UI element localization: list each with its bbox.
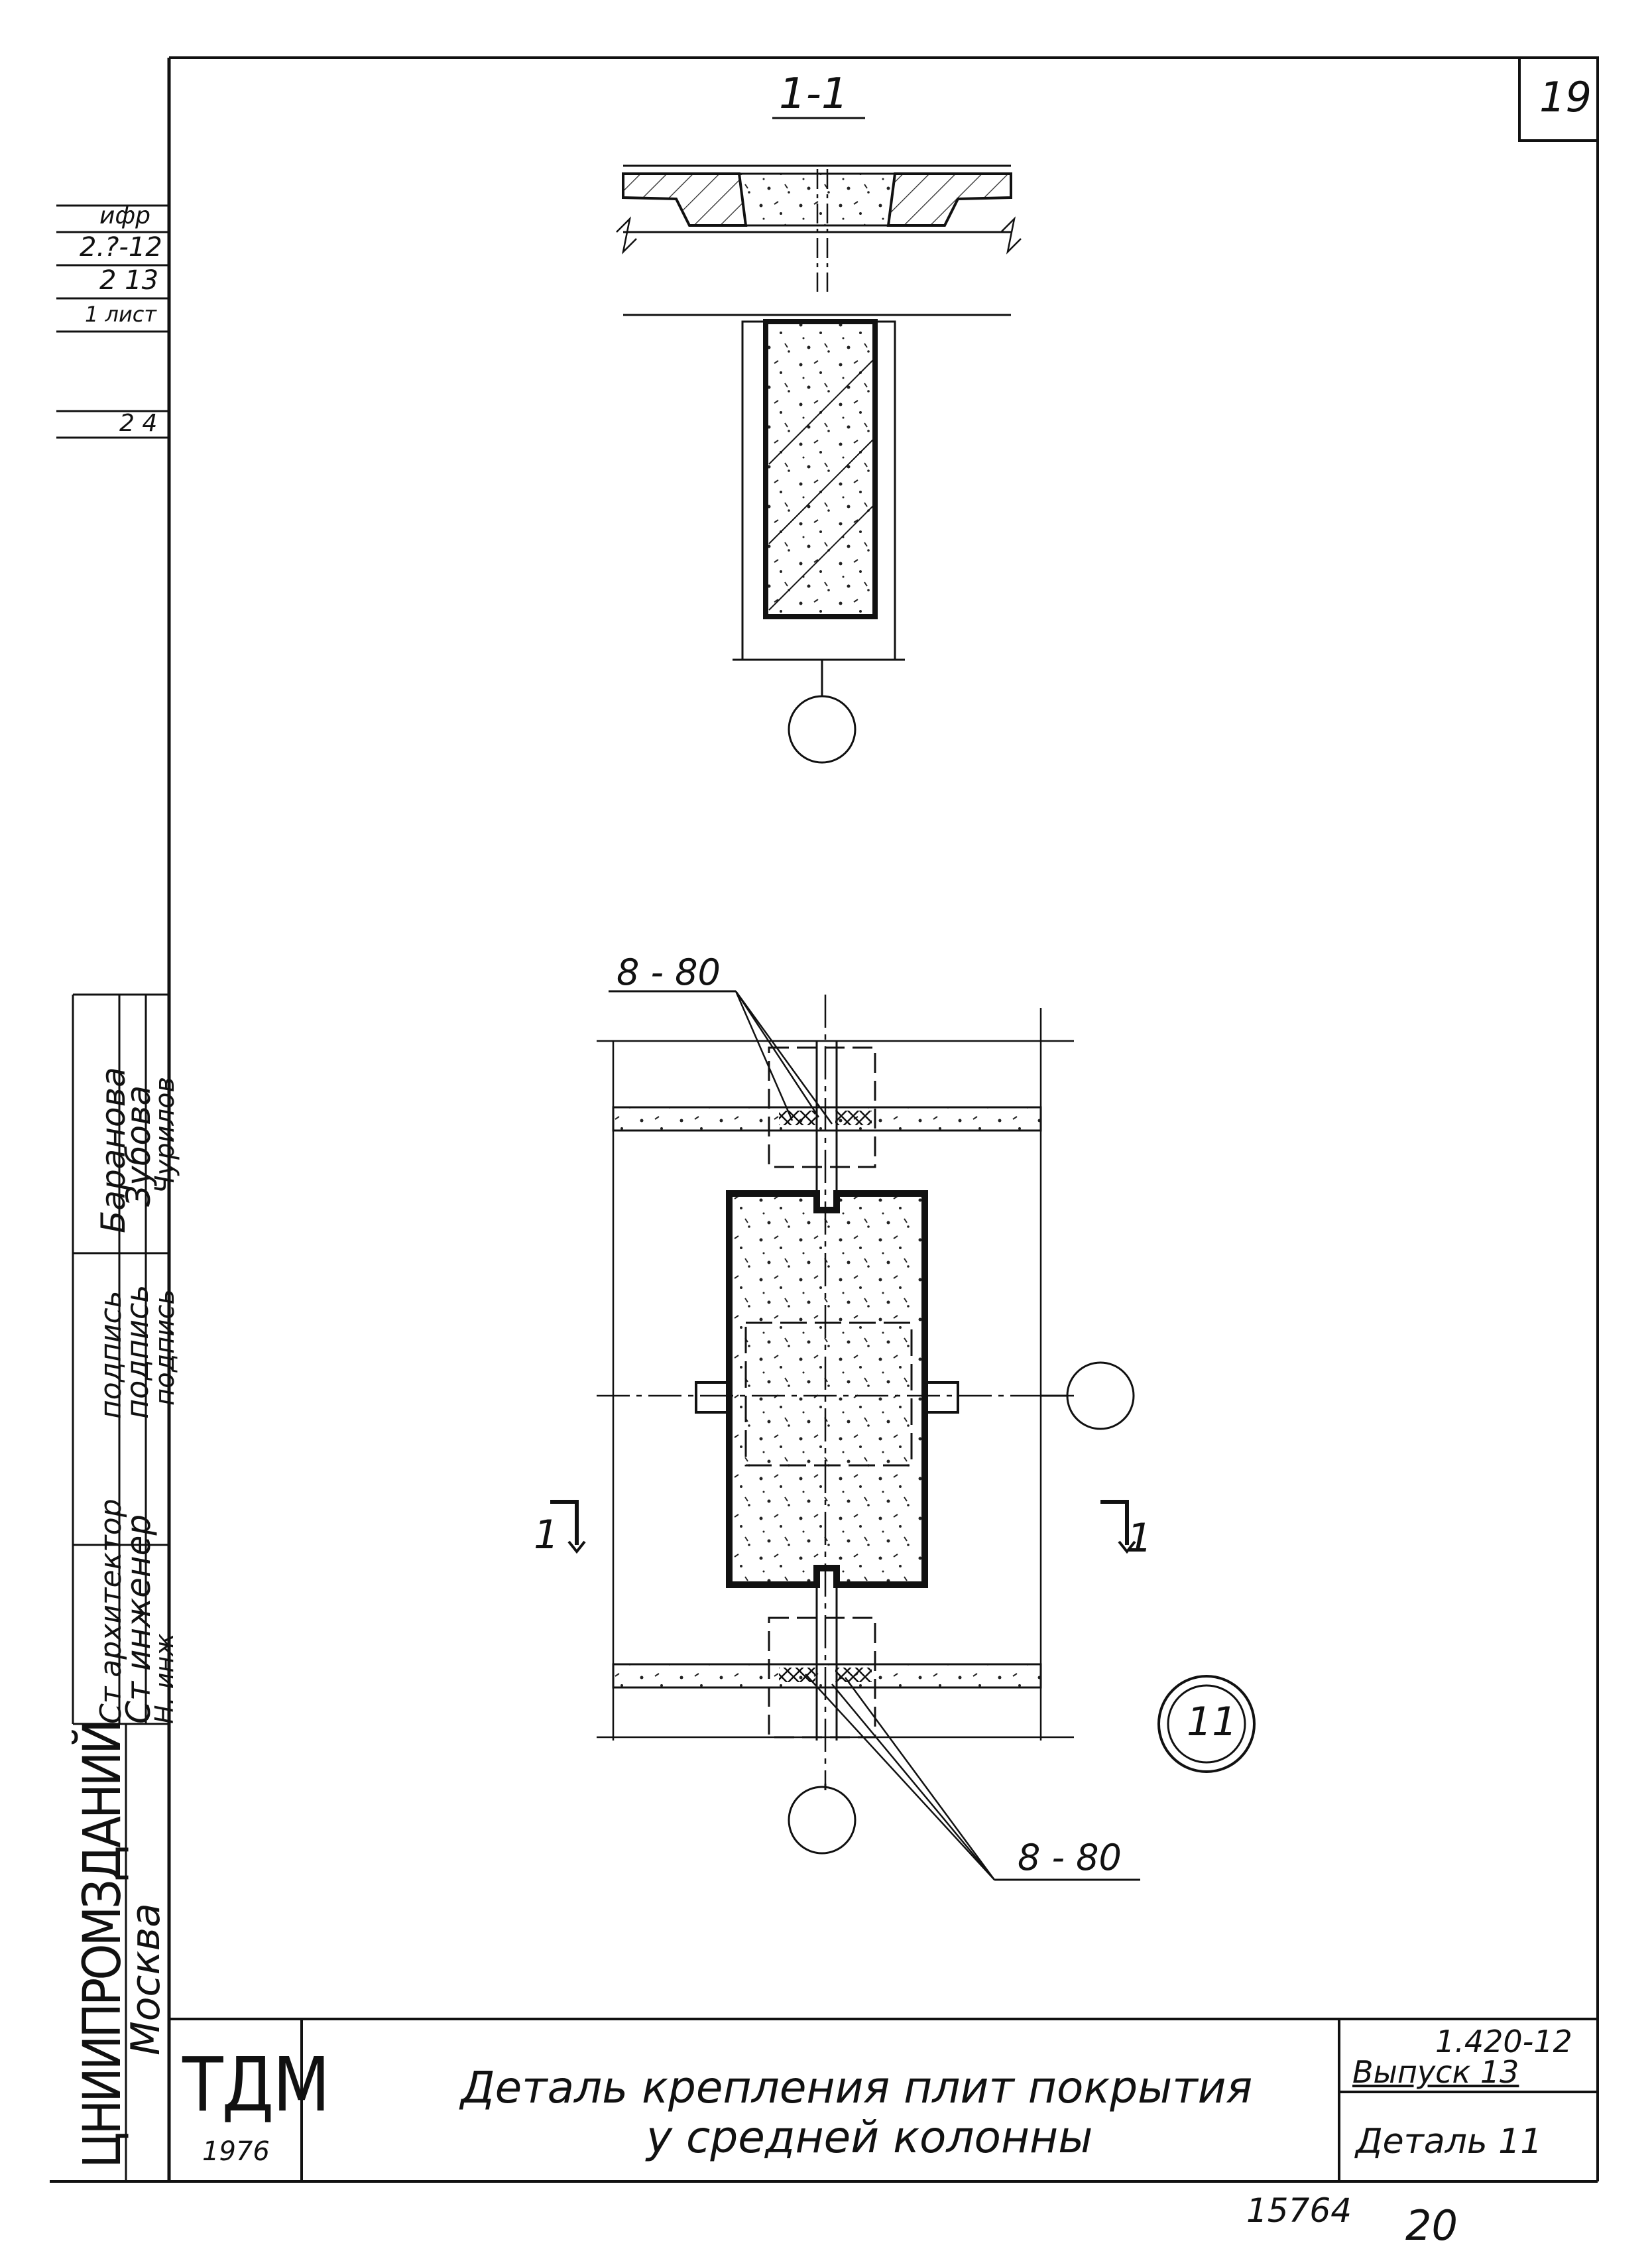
dimension-label-top: 8 - 80: [617, 951, 721, 993]
section-mark-right: 1: [1127, 1515, 1153, 1561]
stamp-line-1: ифр: [99, 202, 151, 229]
sheet-count: 2 4: [119, 410, 158, 437]
archive-number: 15764: [1246, 2191, 1352, 2230]
sheet-number: 19: [1539, 73, 1592, 121]
section-mark-left: 1: [534, 1512, 560, 1558]
signature-role-3: Ст архитектор: [94, 1498, 128, 1724]
section-title: 1-1: [779, 70, 849, 119]
section-1-1: [616, 117, 1022, 764]
page-number: 20: [1405, 2201, 1458, 2250]
left-margin-stamp: [56, 204, 169, 2181]
stamp-line-3: 2 13: [99, 265, 159, 296]
stamp-year: 1976: [202, 2136, 270, 2167]
signature-block: Н. инж Ст инженер Ст архитектор Чурилов …: [73, 995, 180, 1724]
dimension-label-bottom: 8 - 80: [1018, 1837, 1122, 1878]
stamp-mark: ТДМ: [182, 2042, 330, 2128]
title-line-1: Деталь крепления плит покрытия: [461, 2062, 1253, 2113]
title-line-2: у средней колонны: [646, 2112, 1093, 2163]
stamp-line-4: 1 лист: [85, 302, 157, 327]
series-number: 1.420-12: [1435, 2024, 1572, 2059]
organization-city: Москва: [123, 1903, 169, 2055]
title-block-frame: [169, 2018, 1598, 2181]
detail-number: Деталь 11: [1356, 2122, 1543, 2162]
issue-number: Выпуск 13: [1352, 2054, 1519, 2090]
stamp-line-2: 2.?-12: [80, 232, 162, 263]
detail-marker: 11: [1187, 1699, 1238, 1745]
signature-mark-3: подпись: [94, 1290, 128, 1419]
signature-name-3: Баранова: [94, 1067, 133, 1233]
plan-detail: [550, 990, 1256, 1881]
